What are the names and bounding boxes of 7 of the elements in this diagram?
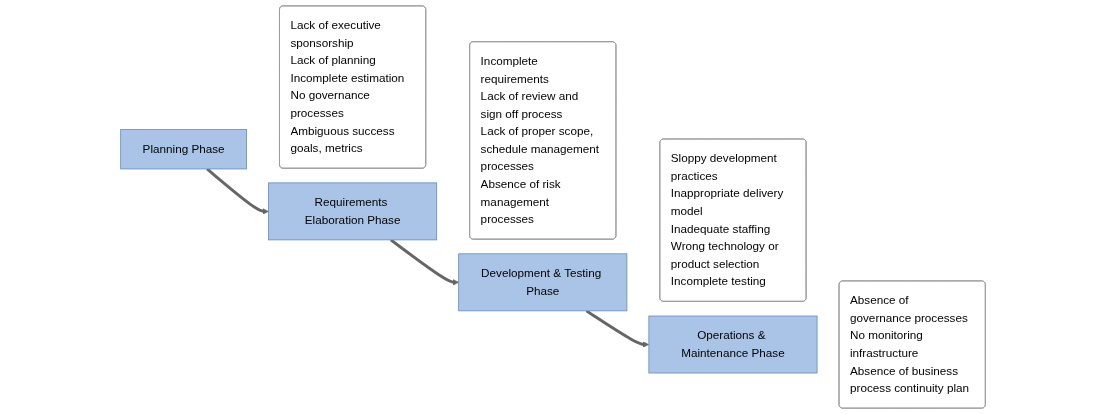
arrow bbox=[585, 309, 650, 348]
node-box: Requirements Elaboration Phase bbox=[268, 182, 438, 241]
arrow bbox=[206, 167, 269, 215]
node-box: Development & Testing Phase bbox=[458, 253, 628, 312]
node-box: Planning Phase bbox=[120, 129, 247, 170]
arrow bbox=[389, 238, 459, 286]
node-box: Operations & Maintenance Phase bbox=[648, 315, 818, 374]
